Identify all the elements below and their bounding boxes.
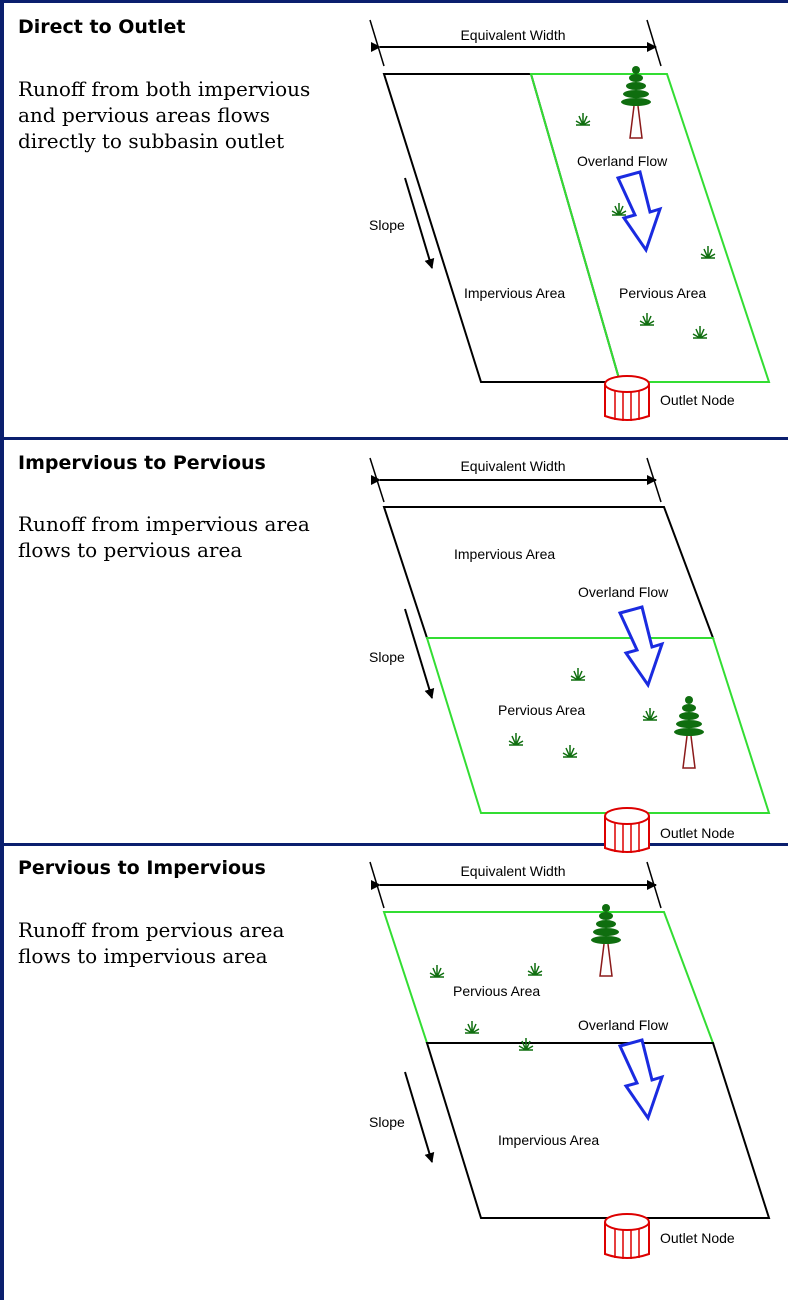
panel-divider-2 — [4, 843, 788, 846]
grass-icon — [508, 732, 524, 746]
diagram-pervious-to-impervious: Equivalent Width Pervious Area Overland … — [369, 861, 771, 1260]
panel-title: Pervious to Impervious — [18, 857, 266, 879]
panel-description: Runoff from impervious area flows to per… — [18, 512, 310, 562]
grass-icon — [575, 112, 591, 126]
slope-label: Slope — [369, 217, 405, 233]
tree-icon — [590, 903, 622, 977]
slope-label: Slope — [369, 1114, 405, 1130]
width-tick-left — [369, 19, 385, 67]
overland-flow-label: Overland Flow — [578, 584, 669, 600]
outlet-node-label: Outlet Node — [660, 1230, 735, 1246]
overland-flow-label: Overland Flow — [578, 1017, 669, 1033]
slope-arrow-icon — [404, 1071, 435, 1163]
impervious-area-label: Impervious Area — [454, 546, 555, 562]
diagram-impervious-to-pervious: Equivalent Width Slope Impervious Area O… — [369, 457, 771, 854]
panel-title: Impervious to Pervious — [18, 452, 266, 474]
grass-icon — [611, 202, 627, 216]
panel-divider-1 — [4, 437, 788, 440]
flow-arrow-icon — [616, 170, 662, 252]
panel-divider-top — [4, 0, 788, 3]
overland-flow-label: Overland Flow — [577, 153, 668, 169]
panel-description: Runoff from pervious area flows to imper… — [18, 918, 285, 968]
impervious-area-shape — [425, 1042, 771, 1219]
pervious-area-label: Pervious Area — [453, 983, 540, 999]
grass-icon — [527, 962, 543, 976]
impervious-area-shape — [382, 506, 715, 639]
diagram-direct-to-outlet: Equivalent Width Slope Overland Flow Imp… — [369, 19, 771, 422]
slope-arrow-icon — [404, 608, 435, 699]
outlet-node-icon — [604, 807, 650, 854]
pervious-area-shape — [425, 637, 771, 814]
width-label: Equivalent Width — [460, 27, 565, 43]
impervious-area-label: Impervious Area — [464, 285, 565, 301]
outlet-node-icon — [604, 1213, 650, 1260]
grass-icon — [700, 245, 716, 259]
outlet-node-label: Outlet Node — [660, 392, 735, 408]
pervious-area-label: Pervious Area — [619, 285, 706, 301]
outlet-node-icon — [604, 375, 650, 422]
slope-arrow-icon — [404, 177, 435, 269]
width-label: Equivalent Width — [460, 863, 565, 879]
grass-icon — [562, 744, 578, 758]
grass-icon — [692, 325, 708, 339]
left-frame-rule — [0, 0, 4, 1300]
grass-icon — [642, 707, 658, 721]
width-tick-right — [646, 19, 662, 67]
tree-icon — [673, 695, 705, 769]
grass-icon — [429, 964, 445, 978]
grass-icon — [639, 312, 655, 326]
tree-icon — [620, 65, 652, 139]
panel-title: Direct to Outlet — [18, 16, 186, 38]
flow-arrow-icon — [618, 605, 664, 687]
flow-arrow-icon — [618, 1038, 664, 1120]
width-label: Equivalent Width — [460, 458, 565, 474]
grass-icon — [464, 1020, 480, 1034]
grass-icon — [570, 667, 586, 681]
outlet-node-label: Outlet Node — [660, 825, 735, 841]
panel-description: Runoff from both impervious and pervious… — [18, 77, 311, 153]
pervious-area-shape — [529, 73, 771, 383]
pervious-area-label: Pervious Area — [498, 702, 585, 718]
impervious-area-label: Impervious Area — [498, 1132, 599, 1148]
slope-label: Slope — [369, 649, 405, 665]
